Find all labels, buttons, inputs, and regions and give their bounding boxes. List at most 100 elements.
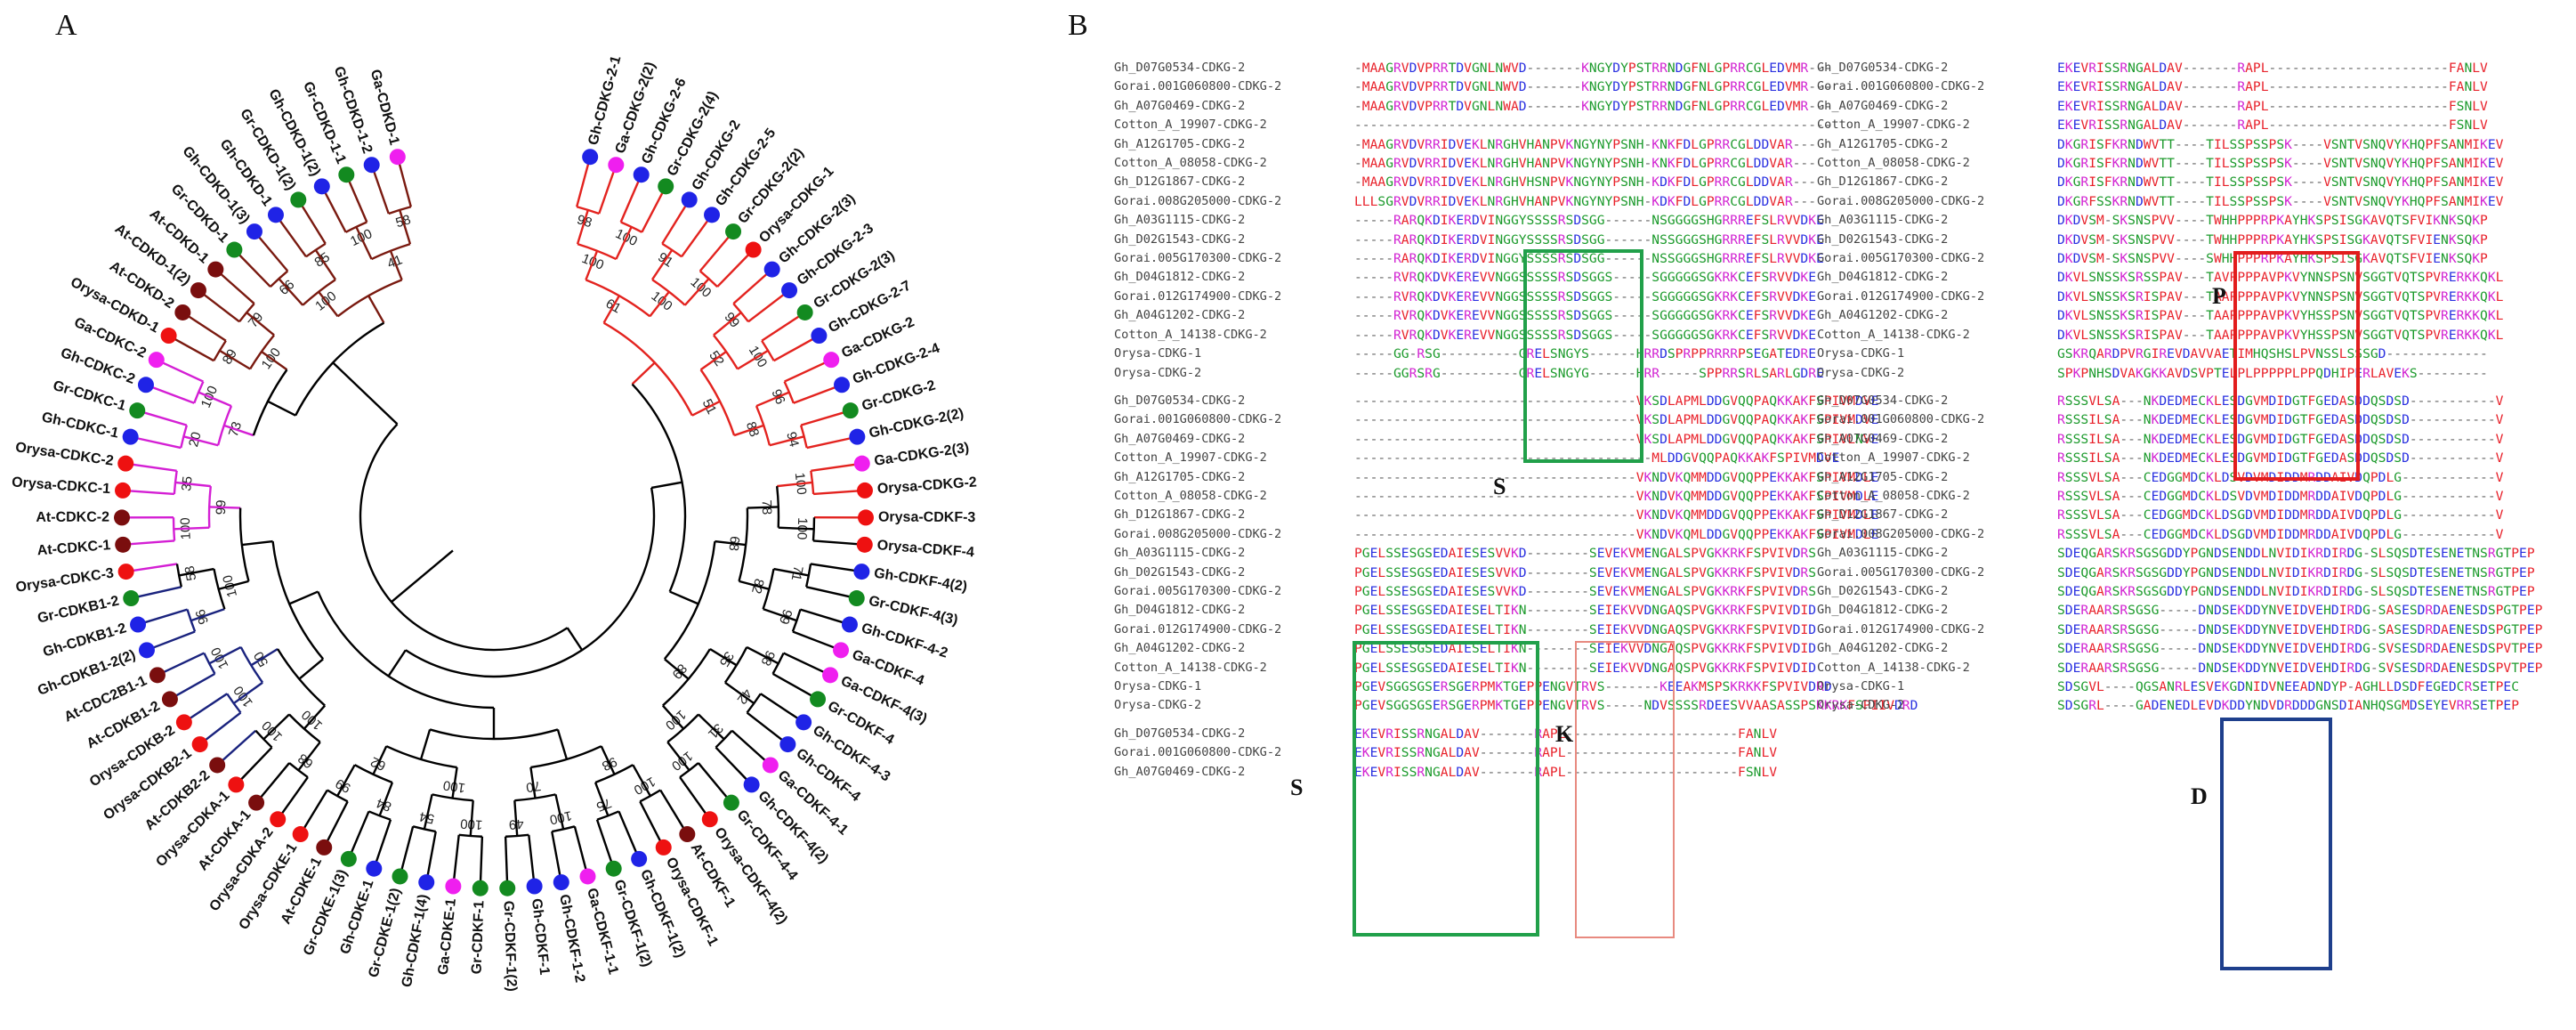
sequence-row: SDERAARSRSGSG-----DNDSEKDDYNVEIDVEHDIRDG… [2057,620,2542,639]
species-dot [290,191,306,207]
species-dot [723,795,739,811]
motif-d-label: D [2191,783,2208,810]
tree-branch [800,610,843,623]
sequence-row: SDEQGARSKRSGSGDDYPGNDSENDDLNVIDIKRDIRDG-… [2057,582,2542,601]
leaf-label: Orysa-CDKF-4(2) [711,825,790,928]
species-dot [834,377,850,393]
motif-p-box [2233,251,2360,481]
tree-branch [774,339,813,361]
species-dot [118,564,134,580]
sequence-row: EKEVRISSRNGALDAV-------RAPL-------------… [2057,59,2542,77]
sequence-row: DKGRISFKRNDWVTT----TILSSPSSPSK----VSNTVS… [2057,135,2542,154]
sequence-name: Gh_D07G0534-CDKG-2 [1817,392,1984,410]
leaf-label: Gr-CDKF-1 [469,900,487,974]
species-dot [129,402,145,418]
sequence-name: Cotton_A_08058-CDKG-2 [1817,487,1984,506]
tree-branch [761,693,798,718]
tree-branch [144,412,187,425]
species-dot [209,757,225,773]
sequence-name: Gh_D12G1867-CDKG-2 [1817,173,1984,191]
sequence-name: Gorai.005G170300-CDKG-2 [1114,249,1281,268]
sequence-name: Gh_A07G0469-CDKG-2 [1114,97,1281,116]
sequence-row: SDERAARSRSGSG-----DNDSEKDDYNVEIDVEHDIRDG… [2057,639,2542,658]
sequence-name: Gh_D04G1812-CDKG-2 [1817,268,1984,287]
species-dot [764,262,780,278]
species-dot [833,642,849,658]
tree-branch [145,610,188,623]
species-dot [392,868,408,884]
sequence-row: SDERAARSRSGSG-----DNDSEKDDYNVEIDVEHDIRDG… [2057,601,2542,620]
tree-branch [174,528,209,530]
species-dot [139,642,155,658]
tree-branch [189,316,226,340]
species-dot [795,714,812,730]
species-dot [810,691,826,707]
sequence-name: Gh_A12G1705-CDKG-2 [1114,135,1281,154]
tree-branch [333,362,397,424]
species-dot [190,282,206,298]
species-dot [858,509,874,525]
sequence-row: DKGRISFKRNDWVTT----TILSSPSSPSK----VSNTVS… [2057,154,2542,173]
sequence-name: Gh_D07G0534-CDKG-2 [1114,59,1281,77]
block-gap [1114,716,1281,725]
tree-branch [807,438,851,448]
tree-arc [633,385,685,592]
leaf-label: Ga-CDKF-1-1 [584,887,621,977]
sequence-name: Orysa-CDKG-2 [1114,364,1281,383]
sequence-name: Gorai.012G174900-CDKG-2 [1817,620,1984,639]
tree-branch [552,831,560,875]
sequence-name: Cotton_A_14138-CDKG-2 [1114,326,1281,345]
tree-branch [621,182,639,223]
leaf-label: Ga-CDKD-1 [367,68,402,147]
species-dot [115,537,131,553]
species-dot [176,714,192,730]
tree-branch [793,631,835,647]
sequence-row: RSSSVLSA---CEDGGMDCKLDSVDVMDIDDMRDDAIVDQ… [2057,487,2542,506]
sequence-name: Gorai.005G170300-CDKG-2 [1817,249,1984,268]
tree-branch [700,237,729,271]
leaf-label: Ga-CDKG-2(3) [873,441,970,469]
tree-branch [242,541,273,545]
panel-a-label: A [55,9,77,43]
tree-branch [785,363,825,382]
leaf-label: Orysa-CDKG-2 [876,474,977,497]
motif-s-label-top: S [1493,474,1506,500]
species-dot [390,149,406,165]
species-dot [149,667,166,683]
species-dot [608,157,624,173]
tree-branch [153,631,195,647]
leaf-label: At-CDKC-1 [36,538,111,558]
sequence-name: Cotton_A_19907-CDKG-2 [1817,449,1984,467]
sequence-name: Gh_A07G0469-CDKG-2 [1817,430,1984,449]
tree-branch [642,192,662,231]
tree-branch [680,777,706,814]
species-dot [679,826,695,842]
species-dot [746,242,762,258]
tree-branch [577,164,588,207]
motif-s-box-top [1523,249,1643,463]
tree-branch [261,763,289,797]
tree-branch [633,362,655,384]
species-dot [702,811,718,827]
sequence-name: Orysa-CDKG-2 [1817,364,1984,383]
sequence-name: Gh_D12G1867-CDKG-2 [1817,506,1984,524]
tree-branch [421,729,430,759]
species-dot [366,861,382,877]
species-dot [499,880,515,896]
tree-branch [529,835,533,880]
sequence-name: Gorai.001G060800-CDKG-2 [1817,410,1984,429]
sequence-name: Gorai.005G170300-CDKG-2 [1114,582,1281,601]
motif-p-label: P [2212,283,2226,310]
leaf-label: Orysa-CDKB2-1 [101,746,194,823]
tree-branch [640,801,660,840]
species-dot [822,667,838,683]
tree-branch [282,777,308,814]
species-dot [138,377,154,393]
leaf-label: Gh-CDKF-1-2 [556,893,587,984]
species-dot [779,736,795,752]
tree-branch [351,811,369,852]
species-dot [192,736,208,752]
